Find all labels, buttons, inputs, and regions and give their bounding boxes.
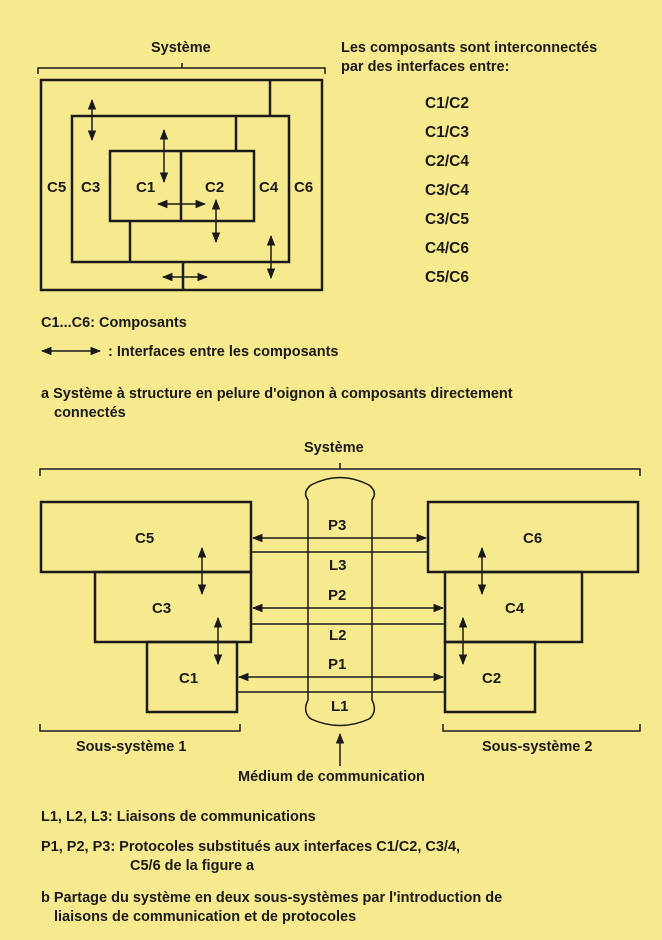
legend-protocols-line1: P1, P2, P3: Protocoles substitués aux in… (41, 839, 461, 855)
label-l1: L1 (331, 698, 349, 715)
c3-box-b (93, 570, 253, 644)
caption-a-line2: connectés (54, 405, 126, 421)
label-c2: C2 (205, 179, 224, 196)
communication-medium (304, 476, 376, 727)
label-c5: C5 (47, 179, 66, 196)
system-bracket-a (37, 63, 326, 74)
caption-b-line2: liaisons de communication et de protocol… (54, 909, 357, 925)
c2-box-b (443, 640, 537, 714)
label-c3-b: C3 (152, 600, 171, 617)
interface-pair: C5/C6 (425, 269, 469, 286)
label-p2: P2 (328, 587, 346, 604)
figure-a-labels: C5 C3 C1 C2 C4 C6 (47, 179, 313, 196)
c5-box (70, 114, 291, 264)
subsystem1-label: Sous-système 1 (76, 739, 187, 755)
label-c1-b: C1 (179, 670, 198, 687)
legend-interfaces: : Interfaces entre les composants (108, 344, 339, 360)
c6-box (39, 78, 324, 292)
medium-label: Médium de communication (238, 769, 425, 785)
interface-pair: C3/C5 (425, 211, 469, 228)
system-bracket-b (39, 463, 641, 476)
label-p3: P3 (328, 517, 346, 534)
interface-pair: C2/C4 (425, 153, 469, 170)
system-label-b: Système (304, 440, 364, 456)
interface-pair: C1/C3 (425, 124, 469, 141)
c1-box-b (145, 640, 239, 714)
caption-a-line1: a Système à structure en pelure d'oignon… (41, 386, 513, 402)
interfaces-intro-line2: par des interfaces entre: (341, 59, 510, 75)
caption-b-line1: b Partage du système en deux sous-systèm… (41, 890, 503, 906)
figure-b-labels: C5 C3 C1 C6 C4 C2 P3 L3 P2 L2 P1 L1 (135, 517, 542, 715)
label-c1: C1 (136, 179, 155, 196)
interface-pair: C1/C2 (425, 95, 469, 112)
label-l3: L3 (329, 557, 347, 574)
label-l2: L2 (329, 627, 347, 644)
legend-links: L1, L2, L3: Liaisons de communications (41, 809, 316, 825)
interfaces-intro-line1: Les composants sont interconnectés (341, 40, 598, 56)
label-c4-b: C4 (505, 600, 525, 617)
interface-pair: C3/C4 (425, 182, 469, 199)
subsystem2-bracket (442, 724, 641, 732)
label-c2-b: C2 (482, 670, 501, 687)
label-p1: P1 (328, 656, 346, 673)
label-c6-b: C6 (523, 530, 542, 547)
legend-protocols-line2: C5/6 de la figure a (130, 858, 255, 874)
label-c5-b: C5 (135, 530, 154, 547)
label-c3: C3 (81, 179, 100, 196)
subsystem1-bracket (39, 724, 241, 732)
legend-components: C1...C6: Composants (41, 315, 187, 331)
subsystem2-label: Sous-système 2 (482, 739, 593, 755)
label-c6: C6 (294, 179, 313, 196)
figure-b (39, 463, 641, 766)
interface-pair: C4/C6 (425, 240, 469, 257)
label-c4: C4 (259, 179, 279, 196)
figure-a (37, 63, 326, 356)
system-label-a: Système (151, 40, 211, 56)
